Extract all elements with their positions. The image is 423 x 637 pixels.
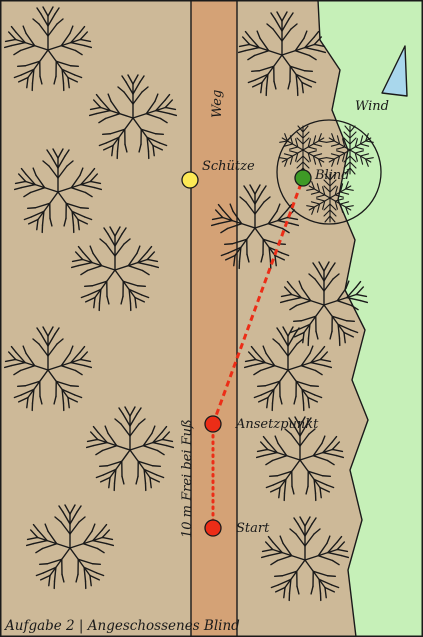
approach-point-marker [205, 416, 221, 432]
blind-marker [295, 170, 311, 186]
wind-label: Wind [355, 99, 389, 114]
exercise-title: Aufgabe 2 | Angeschossenes Blind [3, 618, 240, 634]
shooter-marker [182, 172, 198, 188]
approach-point-label: Ansetzpunkt [235, 417, 319, 432]
heel-note: 10 m Frei bei Fuß [180, 419, 195, 538]
start-label: Start [236, 521, 270, 536]
path-label: Weg [210, 90, 225, 118]
blind-label: Blind [314, 168, 350, 183]
start-marker [205, 520, 221, 536]
shooter-label: Schütze [202, 159, 255, 174]
